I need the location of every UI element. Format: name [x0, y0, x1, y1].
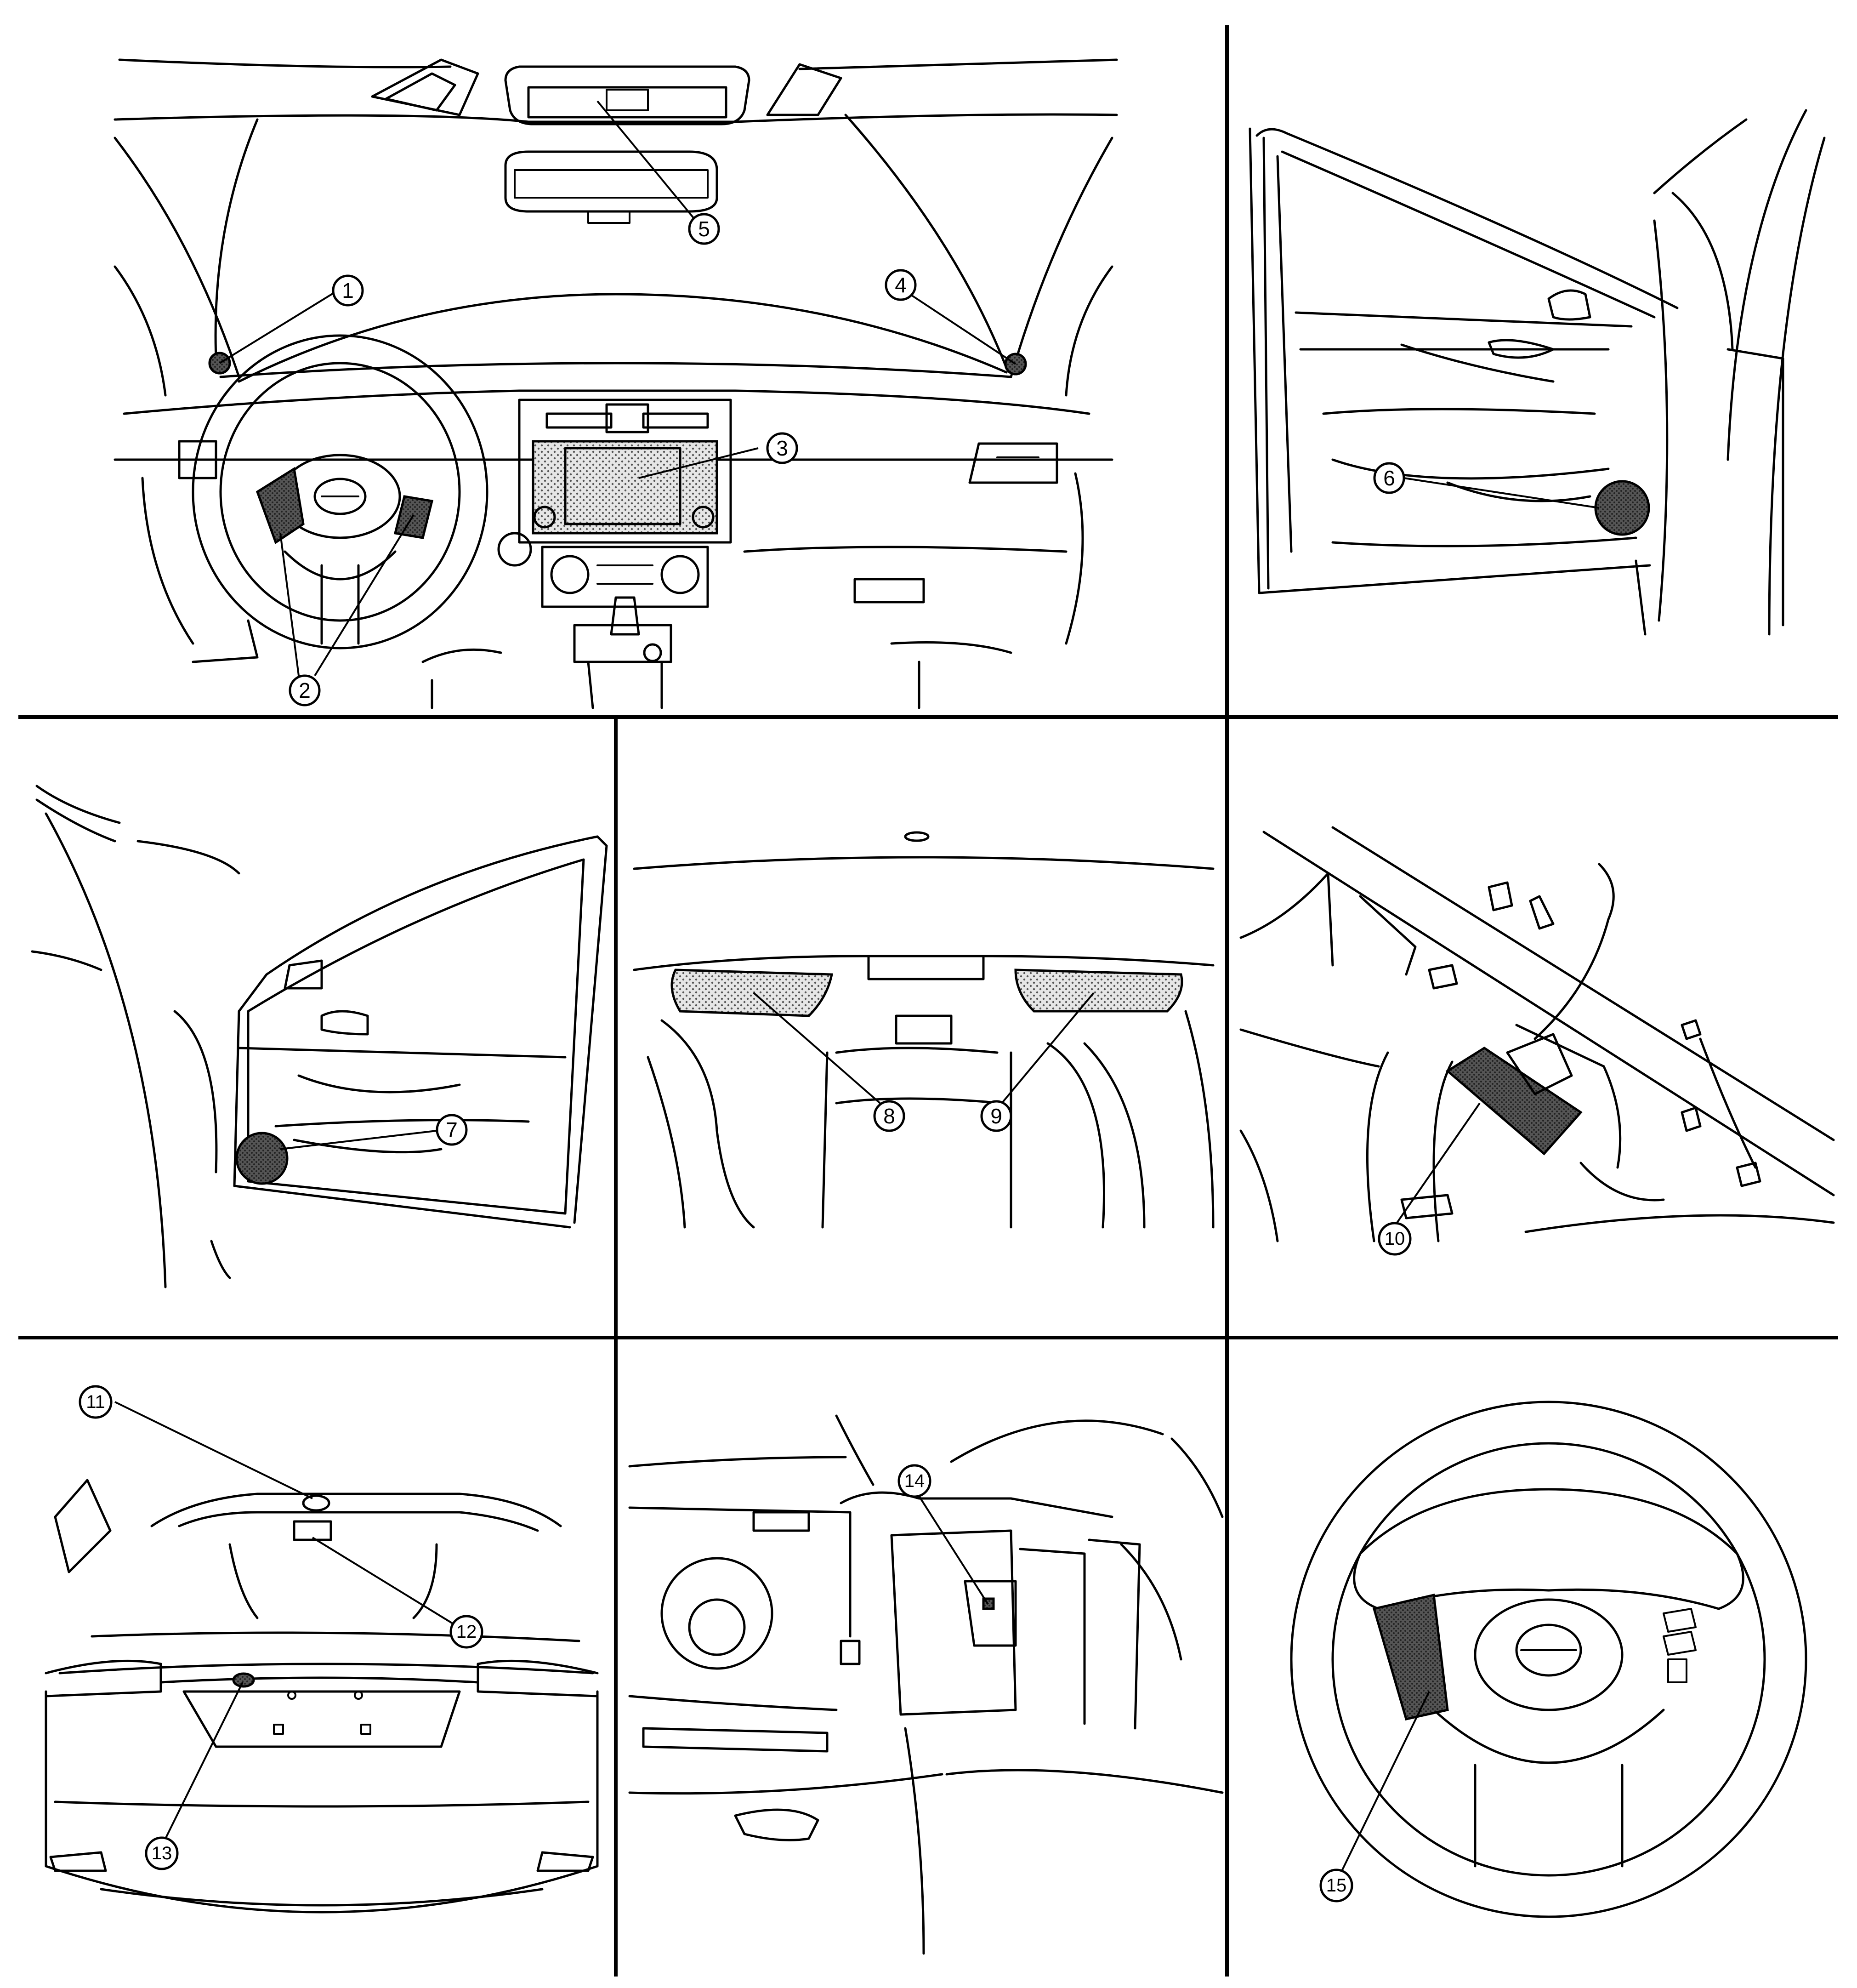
svg-text:11: 11	[86, 1392, 105, 1412]
svg-text:3: 3	[776, 436, 788, 460]
callout-6: 6	[1373, 462, 1405, 494]
callout-4: 4	[885, 269, 917, 301]
svg-text:6: 6	[1383, 466, 1395, 490]
panel-dividers	[18, 25, 1838, 1977]
instrument-panel-view	[114, 58, 1118, 709]
callout-8: 8	[873, 1100, 905, 1132]
svg-text:9: 9	[990, 1104, 1002, 1128]
callout-9: 9	[980, 1100, 1012, 1132]
callout-1: 1	[332, 274, 364, 307]
callout-14: 14	[897, 1464, 931, 1498]
callout-15: 15	[1319, 1868, 1353, 1903]
svg-text:10: 10	[1385, 1229, 1405, 1249]
callout-13: 13	[145, 1836, 179, 1870]
callout-12: 12	[449, 1615, 483, 1649]
callout-5: 5	[688, 213, 720, 245]
front-door-left-view	[1249, 109, 1826, 636]
svg-text:15: 15	[1326, 1875, 1347, 1896]
antenna-amp-view	[1239, 826, 1835, 1242]
callout-3: 3	[766, 432, 798, 464]
callout-2: 2	[289, 674, 321, 706]
svg-text:12: 12	[456, 1622, 477, 1642]
rear-parcel-shelf-view	[633, 831, 1215, 1229]
callouts: 1 2 3 4 5 6	[79, 100, 1600, 1903]
svg-text:13: 13	[152, 1843, 172, 1863]
center-console-view	[628, 1414, 1224, 1955]
callout-10: 10	[1378, 1222, 1412, 1256]
callout-11: 11	[79, 1385, 113, 1419]
svg-text:8: 8	[883, 1104, 895, 1128]
svg-text:1: 1	[342, 279, 354, 302]
front-door-right-view	[31, 785, 608, 1288]
steering-wheel-view	[1290, 1401, 1807, 1918]
svg-text:14: 14	[904, 1471, 925, 1491]
rear-exterior-view	[45, 1479, 599, 1914]
svg-text:2: 2	[299, 678, 311, 702]
callout-7: 7	[436, 1114, 468, 1146]
svg-text:7: 7	[446, 1118, 458, 1142]
svg-text:5: 5	[698, 217, 710, 241]
svg-text:4: 4	[895, 273, 907, 297]
